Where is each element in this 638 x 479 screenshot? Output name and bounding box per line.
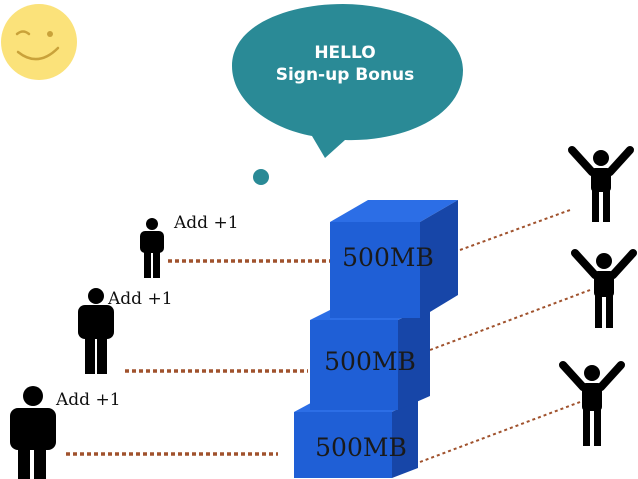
bubble-title: HELLO: [314, 43, 375, 63]
add-label: Add +1: [173, 213, 239, 233]
speech-bubble: HELLO Sign-up Bonus: [232, 4, 463, 185]
connector-line: [419, 401, 581, 463]
person-icon: [140, 218, 164, 278]
referrer: Add +1: [10, 386, 121, 479]
block-size-label: 500MB: [342, 243, 434, 272]
connector-line: [459, 209, 571, 251]
block-size-label: 500MB: [315, 433, 407, 462]
referrer: Add +1: [78, 288, 173, 374]
bonus-connectors: [419, 209, 591, 463]
thought-dot: [253, 169, 269, 185]
person-arms-raised-icon: [568, 146, 634, 222]
referrer: Add +1: [140, 213, 239, 278]
referrer-connectors: [66, 259, 340, 456]
person-icon: [78, 288, 114, 374]
block-stack: 500MB 500MB 500MB: [294, 200, 458, 478]
add-label: Add +1: [107, 289, 173, 309]
block-size-label: 500MB: [324, 347, 416, 376]
person-icon: [10, 386, 56, 479]
storage-block: 500MB: [330, 200, 458, 318]
bubble-subtitle: Sign-up Bonus: [276, 65, 415, 85]
person-arms-raised-icon: [559, 361, 625, 446]
person-arms-raised-icon: [571, 249, 637, 328]
connector-line: [429, 289, 591, 351]
add-label: Add +1: [55, 390, 121, 410]
winking-smiley-icon: [1, 4, 77, 80]
storage-block: 500MB: [310, 304, 430, 410]
